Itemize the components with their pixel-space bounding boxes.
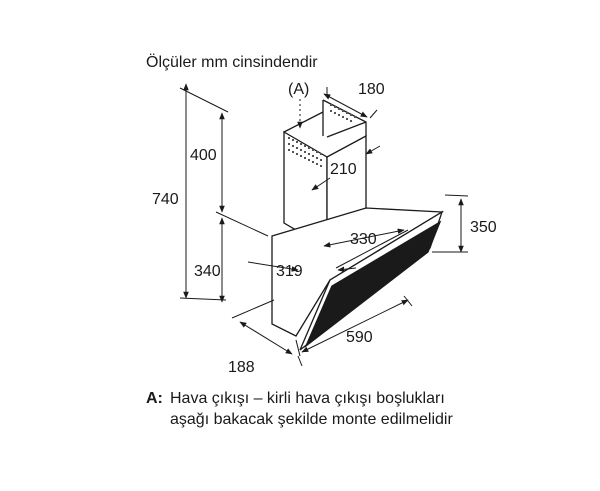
dim-330: 330 bbox=[350, 231, 377, 248]
dim-210: 210 bbox=[330, 161, 357, 178]
dim-350: 350 bbox=[470, 219, 497, 236]
note-line-2: aşağı bakacak şekilde monte edilmelidir bbox=[170, 411, 453, 428]
air-outlet-marker: (A) bbox=[288, 81, 309, 98]
diagram-title: Ölçüler mm cinsindendir bbox=[146, 53, 318, 71]
dim-319: 319 bbox=[276, 263, 303, 280]
dim-740: 740 bbox=[152, 191, 179, 208]
dim-400: 400 bbox=[190, 147, 217, 164]
dim-590: 590 bbox=[346, 329, 373, 346]
installation-note: A: Hava çıkışı – kirli hava çıkışı boşluk… bbox=[146, 388, 453, 430]
dim-340: 340 bbox=[194, 263, 221, 280]
dim-180: 180 bbox=[358, 81, 385, 98]
dim-188: 188 bbox=[228, 359, 255, 376]
note-key: A: bbox=[146, 390, 163, 407]
note-line-1: Hava çıkışı – kirli hava çıkışı boşlukla… bbox=[170, 390, 445, 407]
dimension-lines bbox=[179, 83, 469, 367]
